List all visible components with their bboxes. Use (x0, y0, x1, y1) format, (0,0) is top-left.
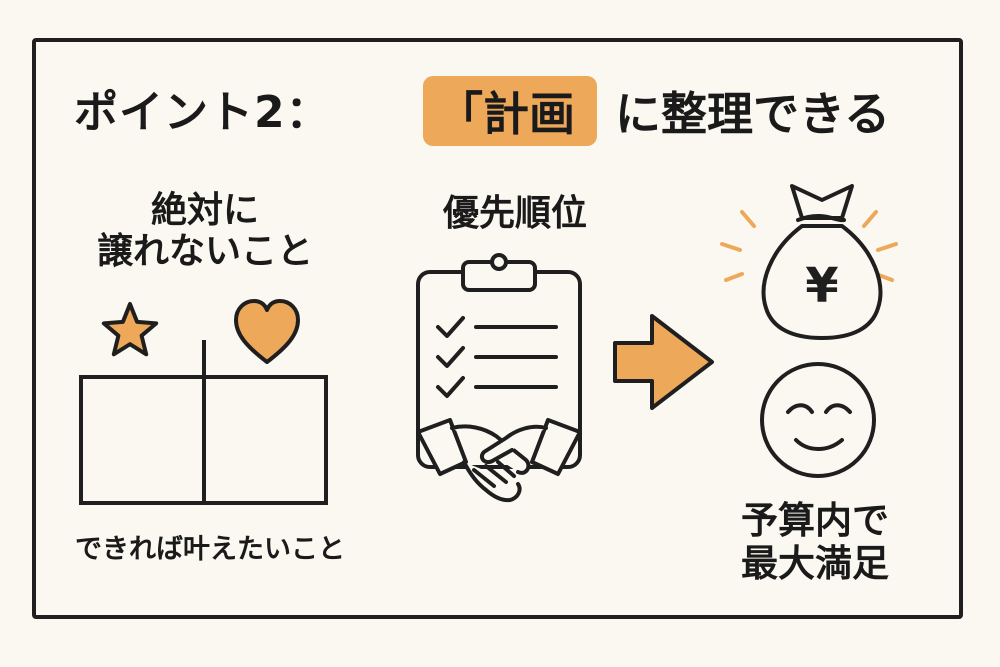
arrow-right-icon (613, 314, 714, 410)
heart-icon (234, 299, 300, 364)
nice-to-have-label: できれば叶えたいこと (75, 534, 345, 565)
title-block: 「計画 に整理できる (423, 72, 890, 150)
clipboard-checklist-icon (416, 253, 582, 469)
must-have-line1: 絶対に (150, 190, 259, 231)
result-line1: 予算内で (741, 499, 889, 542)
point-heading: ポイント2： (74, 87, 331, 138)
title-highlight: 「計画 (423, 76, 597, 146)
result-label: 予算内で 最大満足 (710, 499, 920, 585)
yen-symbol: ¥ (805, 258, 838, 314)
split-box-icon (79, 340, 328, 505)
money-bag-icon: ¥ (761, 184, 883, 340)
star-icon (101, 302, 159, 357)
smiling-face-icon (760, 362, 876, 478)
must-have-line2: 譲れないこと (96, 231, 313, 273)
sparkle-rays-icon (720, 210, 898, 282)
priority-label: 優先順位 (442, 193, 587, 234)
handshake-icon (416, 418, 582, 503)
outer-frame (32, 38, 963, 619)
result-line2: 最大満足 (741, 541, 889, 585)
title-rest: に整理できる (615, 87, 891, 141)
must-have-label: 絶対に 譲れないこと (0, 190, 410, 273)
